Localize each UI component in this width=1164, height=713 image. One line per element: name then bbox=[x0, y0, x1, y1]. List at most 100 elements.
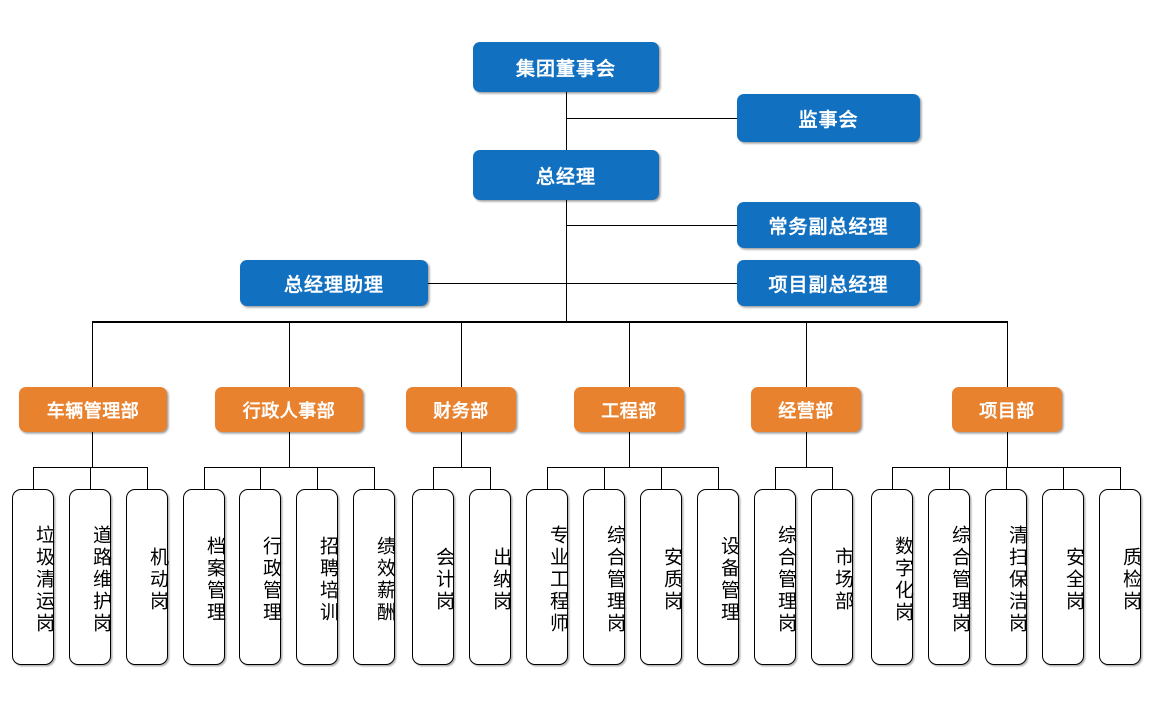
node-board-of-directors[interactable]: 集团董事会 bbox=[473, 42, 659, 92]
connector-child-drop-operations-0 bbox=[775, 467, 776, 489]
node-supervisory-board[interactable]: 监事会 bbox=[737, 94, 920, 142]
node-position-engineering-0[interactable]: 专业工程师 bbox=[526, 489, 568, 665]
node-label: 市场部 bbox=[832, 547, 853, 613]
node-position-engineering-3[interactable]: 设备管理 bbox=[697, 489, 739, 665]
node-position-project-4[interactable]: 质检岗 bbox=[1099, 489, 1141, 665]
node-position-project-1[interactable]: 综合管理岗 bbox=[928, 489, 970, 665]
node-label: 监事会 bbox=[798, 109, 859, 131]
connector-child-drop-project-0 bbox=[892, 467, 893, 489]
node-label: 经营部 bbox=[778, 400, 834, 421]
node-position-engineering-1[interactable]: 综合管理岗 bbox=[583, 489, 625, 665]
connector-child-drop-admin-hr-0 bbox=[204, 467, 205, 489]
node-position-operations-1[interactable]: 市场部 bbox=[811, 489, 853, 665]
connector-bus-drop-vehicle bbox=[92, 321, 93, 387]
node-label: 机动岗 bbox=[147, 547, 168, 613]
node-label: 出纳岗 bbox=[490, 547, 511, 613]
connector-child-drop-vehicle-1 bbox=[90, 467, 91, 489]
node-label: 档案管理 bbox=[204, 536, 225, 624]
connector-child-drop-engineering-2 bbox=[661, 467, 662, 489]
node-department-engineering[interactable]: 工程部 bbox=[574, 387, 684, 432]
node-label: 安质岗 bbox=[661, 547, 682, 613]
connector-child-bus-operations bbox=[775, 467, 832, 468]
node-position-vehicle-1[interactable]: 道路维护岗 bbox=[69, 489, 111, 665]
node-label: 专业工程师 bbox=[547, 525, 568, 635]
node-position-finance-0[interactable]: 会计岗 bbox=[412, 489, 454, 665]
connector-child-drop-admin-hr-3 bbox=[374, 467, 375, 489]
node-position-admin-hr-1[interactable]: 行政管理 bbox=[239, 489, 281, 665]
node-department-finance[interactable]: 财务部 bbox=[406, 387, 516, 432]
connector-board-down bbox=[566, 92, 567, 150]
connector-child-drop-engineering-1 bbox=[604, 467, 605, 489]
node-position-project-0[interactable]: 数字化岗 bbox=[871, 489, 913, 665]
node-department-vehicle[interactable]: 车辆管理部 bbox=[19, 387, 167, 432]
connector-bus-drop-admin-hr bbox=[289, 321, 290, 387]
node-executive-deputy-gm[interactable]: 常务副总经理 bbox=[737, 202, 920, 248]
node-label: 垃圾清运岗 bbox=[33, 525, 54, 635]
connector-dept-drop-finance bbox=[461, 432, 462, 467]
connector-child-drop-engineering-3 bbox=[718, 467, 719, 489]
connector-dept-drop-admin-hr bbox=[289, 432, 290, 467]
node-label: 工程部 bbox=[601, 400, 657, 421]
connector-child-bus-admin-hr bbox=[204, 467, 374, 468]
connector-child-drop-project-1 bbox=[949, 467, 950, 489]
connector-child-drop-project-3 bbox=[1063, 467, 1064, 489]
connector-child-drop-finance-0 bbox=[433, 467, 434, 489]
connector-bus-drop-project bbox=[1007, 321, 1008, 387]
connector-child-drop-project-2 bbox=[1006, 467, 1007, 489]
node-label: 招聘培训 bbox=[317, 536, 338, 624]
connector-bus-drop-operations bbox=[806, 321, 807, 387]
connector-gm-to-executive-deputy bbox=[566, 225, 737, 226]
node-department-project[interactable]: 项目部 bbox=[952, 387, 1062, 432]
connector-bus-drop-finance bbox=[461, 321, 462, 387]
node-label: 财务部 bbox=[433, 400, 489, 421]
node-label: 综合管理岗 bbox=[949, 525, 970, 635]
connector-dept-drop-project bbox=[1007, 432, 1008, 467]
node-label: 集团董事会 bbox=[515, 58, 616, 80]
node-position-finance-1[interactable]: 出纳岗 bbox=[469, 489, 511, 665]
node-label: 项目部 bbox=[979, 400, 1035, 421]
connector-child-bus-engineering bbox=[547, 467, 718, 468]
connector-gm-spine bbox=[566, 200, 567, 322]
connector-child-bus-finance bbox=[433, 467, 490, 468]
node-label: 车辆管理部 bbox=[46, 400, 140, 421]
node-label: 行政人事部 bbox=[242, 400, 336, 421]
connector-dept-drop-vehicle bbox=[92, 432, 93, 467]
node-position-project-3[interactable]: 安全岗 bbox=[1042, 489, 1084, 665]
connector-child-drop-admin-hr-1 bbox=[260, 467, 261, 489]
node-position-vehicle-0[interactable]: 垃圾清运岗 bbox=[12, 489, 54, 665]
node-position-admin-hr-3[interactable]: 绩效薪酬 bbox=[353, 489, 395, 665]
node-label: 绩效薪酬 bbox=[374, 536, 395, 624]
node-project-deputy-gm[interactable]: 项目副总经理 bbox=[737, 260, 920, 306]
node-position-admin-hr-2[interactable]: 招聘培训 bbox=[296, 489, 338, 665]
connector-department-bus bbox=[92, 321, 1008, 323]
node-label: 道路维护岗 bbox=[90, 525, 111, 635]
connector-child-drop-vehicle-0 bbox=[33, 467, 34, 489]
connector-child-drop-finance-1 bbox=[490, 467, 491, 489]
node-department-admin-hr[interactable]: 行政人事部 bbox=[215, 387, 363, 432]
node-general-manager[interactable]: 总经理 bbox=[473, 150, 659, 200]
connector-gm-to-project-deputy bbox=[566, 283, 737, 284]
node-label: 安全岗 bbox=[1063, 547, 1084, 613]
connector-dept-drop-operations bbox=[806, 432, 807, 467]
node-position-engineering-2[interactable]: 安质岗 bbox=[640, 489, 682, 665]
node-label: 总经理助理 bbox=[283, 274, 384, 296]
node-label: 常务副总经理 bbox=[768, 216, 889, 238]
node-gm-assistant[interactable]: 总经理助理 bbox=[240, 260, 428, 306]
node-label: 数字化岗 bbox=[892, 536, 913, 624]
node-position-operations-0[interactable]: 综合管理岗 bbox=[754, 489, 796, 665]
connector-child-drop-vehicle-2 bbox=[147, 467, 148, 489]
node-position-admin-hr-0[interactable]: 档案管理 bbox=[183, 489, 225, 665]
node-label: 质检岗 bbox=[1120, 547, 1141, 613]
node-position-vehicle-2[interactable]: 机动岗 bbox=[126, 489, 168, 665]
node-label: 综合管理岗 bbox=[604, 525, 625, 635]
node-department-operations[interactable]: 经营部 bbox=[751, 387, 861, 432]
connector-dept-drop-engineering bbox=[629, 432, 630, 467]
node-label: 设备管理 bbox=[718, 536, 739, 624]
connector-bus-drop-engineering bbox=[629, 321, 630, 387]
node-label: 会计岗 bbox=[433, 547, 454, 613]
node-position-project-2[interactable]: 清扫保洁岗 bbox=[985, 489, 1027, 665]
connector-child-drop-engineering-0 bbox=[547, 467, 548, 489]
connector-board-to-supervisory bbox=[566, 118, 737, 119]
node-label: 清扫保洁岗 bbox=[1006, 525, 1027, 635]
